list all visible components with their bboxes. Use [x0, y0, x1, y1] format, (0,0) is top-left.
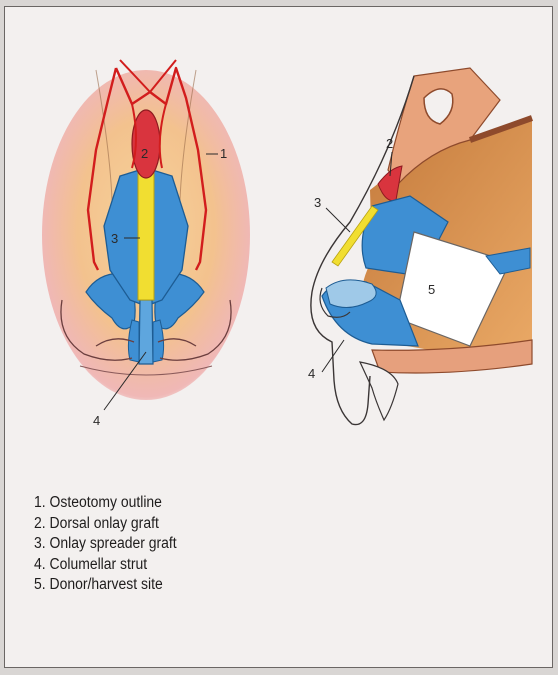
- side-callout-5: 5: [428, 282, 435, 297]
- front-callout-2: 2: [141, 146, 148, 161]
- legend: 1. Osteotomy outline 2. Dorsal onlay gra…: [34, 493, 177, 596]
- side-callout-3: 3: [314, 195, 321, 210]
- side-callout-4: 4: [308, 366, 315, 381]
- legend-item-dorsal-onlay: 2. Dorsal onlay graft: [34, 514, 177, 535]
- front-view: 1 2 3 4: [42, 60, 250, 428]
- legend-item-donor: 5. Donor/harvest site: [34, 575, 177, 596]
- legend-item-columellar: 4. Columellar strut: [34, 555, 177, 576]
- front-callout-1: 1: [220, 146, 227, 161]
- side-leader-3: [326, 208, 350, 232]
- front-columellar-strut: [139, 300, 153, 364]
- legend-item-osteotomy: 1. Osteotomy outline: [34, 493, 177, 514]
- side-view: 2 3 4 5: [308, 68, 532, 425]
- front-callout-4: 4: [93, 413, 100, 428]
- legend-item-spreader: 3. Onlay spreader graft: [34, 534, 177, 555]
- front-callout-3: 3: [111, 231, 118, 246]
- front-spreader-graft: [138, 172, 154, 300]
- side-callout-2: 2: [386, 136, 393, 151]
